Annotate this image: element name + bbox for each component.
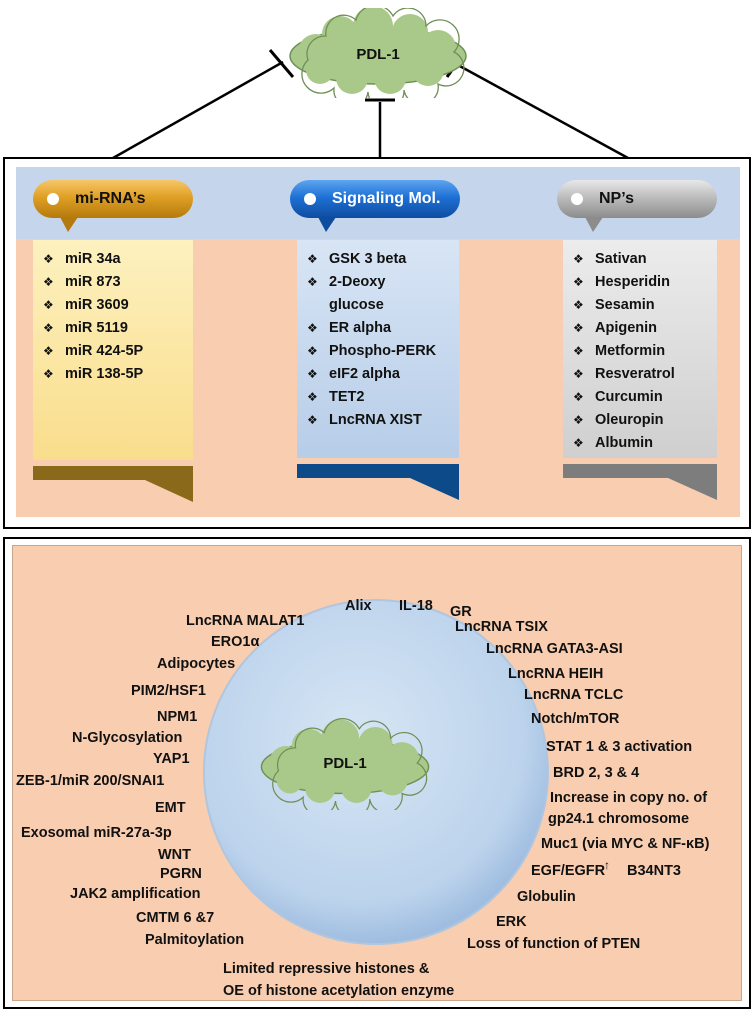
list-item: ❖GSK 3 beta <box>307 251 407 267</box>
up-arrow-icon: ↑ <box>604 858 610 872</box>
category-pill-signaling: Signaling Mol. <box>290 180 460 218</box>
list-item: ❖miR 34a <box>43 251 121 267</box>
mirna-card: ❖miR 34a ❖miR 873 ❖miR 3609 ❖miR 5119 ❖m… <box>33 240 193 460</box>
regulator-label: B34NT3 <box>627 863 681 879</box>
regulator-label: LncRNA MALAT1 <box>186 613 305 629</box>
regulator-label: Increase in copy no. of <box>550 790 708 806</box>
list-item: ❖miR 873 <box>43 274 121 290</box>
list-item: ❖eIF2 alpha <box>307 366 400 382</box>
regulator-label: Muc1 (via MYC & NF-κB) <box>541 836 710 852</box>
regulator-label: ERO1α <box>211 634 260 650</box>
pdl1-top-label: PDL-1 <box>356 46 400 63</box>
regulator-label: YAP1 <box>153 751 190 767</box>
list-item: ❖Metformin <box>573 343 666 359</box>
regulator-label: Notch/mTOR <box>531 711 620 727</box>
regulator-label: Globulin <box>517 889 576 905</box>
regulator-label: WNT <box>158 847 192 863</box>
pdl1-center-label: PDL-1 <box>323 755 367 772</box>
regulator-label: gp24.1 chromosome <box>548 811 690 827</box>
regulator-label: Exosomal miR-27a-3p <box>21 825 172 841</box>
list-item: ❖Resveratrol <box>573 366 675 382</box>
list-item: ❖Curcumin <box>573 389 663 405</box>
regulator-label: N-Glycosylation <box>72 730 183 746</box>
list-item: ❖Sativan <box>573 251 647 267</box>
regulator-label: GR <box>450 604 472 620</box>
list-item: ❖Oleuropin <box>573 412 664 428</box>
list-item: ❖miR 3609 <box>43 297 129 313</box>
regulator-label: STAT 1 & 3 activation <box>546 739 693 755</box>
regulator-label: Loss of function of PTEN <box>467 936 641 952</box>
regulator-label: PIM2/HSF1 <box>131 683 206 699</box>
regulator-label: ZEB-1/miR 200/SNAI1 <box>16 773 165 789</box>
regulator-label: ERK <box>496 914 527 930</box>
category-pill-mirna: mi-RNA’s <box>33 180 193 218</box>
regulator-label: LncRNA TSIX <box>455 619 548 635</box>
regulator-label: CMTM 6 &7 <box>136 910 215 926</box>
np-card: ❖Sativan ❖Hesperidin ❖Sesamin ❖Apigenin … <box>563 240 717 458</box>
pin-dot-icon <box>571 193 583 205</box>
regulator-label: EGF/EGFR <box>531 863 606 879</box>
list-item: ❖LncRNA XIST <box>307 412 422 428</box>
list-item: ❖TET2 <box>307 389 365 405</box>
pin-dot-icon <box>304 193 316 205</box>
regulator-label: LncRNA HEIH <box>508 666 604 682</box>
list-item: ❖Phospho-PERK <box>307 343 437 359</box>
regulator-label: Alix <box>345 598 372 614</box>
regulator-label: Palmitoylation <box>145 932 245 948</box>
list-item: ❖miR 138-5P <box>43 366 144 382</box>
pdl1-cloud-top <box>289 8 467 98</box>
list-item: ❖2-Deoxy glucose <box>307 274 386 313</box>
regulator-label: IL-18 <box>399 598 433 614</box>
pin-dot-icon <box>47 193 59 205</box>
list-item: ❖Hesperidin <box>573 274 670 290</box>
category-pill-np: NP’s <box>557 180 717 218</box>
regulator-label: Limited repressive histones & <box>223 961 430 977</box>
regulator-label: LncRNA TCLC <box>524 687 624 703</box>
pdl1-cloud-center <box>260 718 430 810</box>
list-item: ❖Albumin <box>573 435 653 451</box>
regulator-label: OE of histone acetylation enzyme <box>223 983 455 999</box>
regulator-label: NPM1 <box>157 709 198 725</box>
regulator-label: LncRNA GATA3-ASI <box>486 641 623 657</box>
regulator-label: BRD 2, 3 & 4 <box>553 765 640 781</box>
list-item: ❖miR 424-5P <box>43 343 144 359</box>
list-item: ❖Apigenin <box>573 320 658 336</box>
regulator-label: PGRN <box>160 866 202 882</box>
regulator-label: EMT <box>155 800 186 816</box>
list-item: ❖miR 5119 <box>43 320 128 336</box>
list-item: ❖ER alpha <box>307 320 392 336</box>
signaling-card: ❖GSK 3 beta ❖2-Deoxy glucose ❖ER alpha ❖… <box>297 240 459 458</box>
regulator-label: Adipocytes <box>157 656 236 672</box>
list-item: ❖Sesamin <box>573 297 655 313</box>
regulator-label: JAK2 amplification <box>70 886 201 902</box>
